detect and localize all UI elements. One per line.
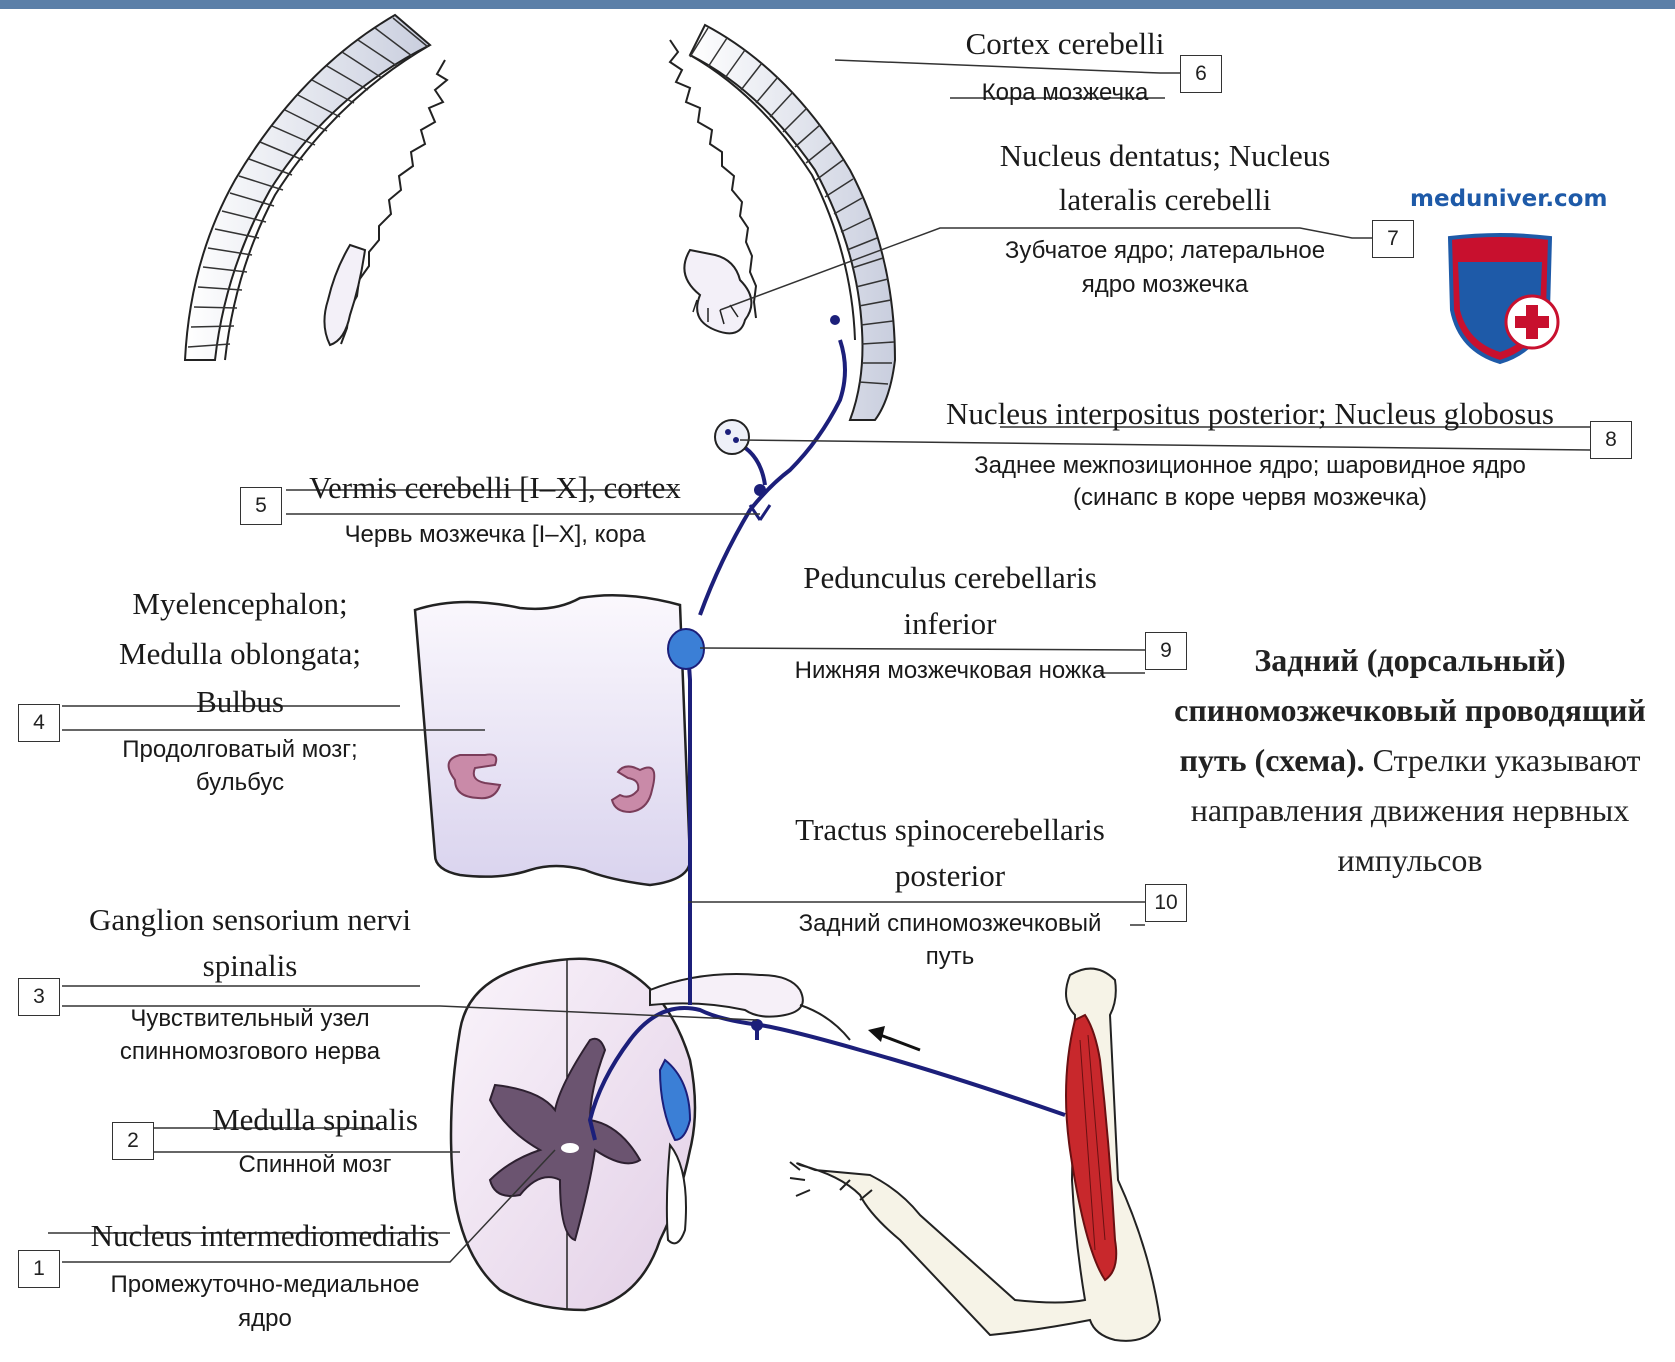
russian-label-6: Кора мозжечка	[960, 76, 1170, 109]
russian-label-10a: Задний спиномозжечковый	[760, 907, 1140, 940]
medulla-oblongata	[415, 595, 690, 885]
latin-label-7a: Nucleus dentatus; Nucleus	[965, 132, 1365, 180]
russian-label-7a: Зубчатое ядро; латеральное	[965, 234, 1365, 267]
latin-label-10a: Tractus spinocerebellaris	[760, 806, 1140, 854]
watermark-text: meduniver.com	[1410, 186, 1607, 212]
latin-label-2: Medulla spinalis	[170, 1096, 460, 1144]
label-number-6: 6	[1180, 55, 1222, 93]
russian-label-5: Червь мозжечка [I–X], кора	[295, 518, 695, 551]
russian-label-4b: бульбус	[70, 766, 410, 799]
latin-label-4c: Bulbus	[70, 678, 410, 726]
cerebellum-right-cortex	[670, 25, 895, 420]
caption-line-6: импульсов	[1150, 835, 1670, 885]
latin-label-4a: Myelencephalon;	[70, 580, 410, 628]
label-number-10: 10	[1145, 884, 1187, 922]
russian-label-3b: спинномозгового нерва	[80, 1035, 420, 1068]
caption-line-3: путь (схема).	[1179, 742, 1364, 778]
label-number-8: 8	[1590, 421, 1632, 459]
cerebellum-left-cortex	[185, 15, 447, 360]
russian-label-1a: Промежуточно-медиальное	[75, 1268, 455, 1301]
latin-label-9a: Pedunculus cerebellaris	[760, 554, 1140, 602]
latin-label-9b: inferior	[760, 600, 1140, 648]
russian-label-4a: Продолговатый мозг;	[70, 733, 410, 766]
russian-label-2: Спинной мозг	[170, 1148, 460, 1181]
latin-label-6: Cortex cerebelli	[960, 20, 1170, 68]
label-number-1: 1	[18, 1250, 60, 1288]
latin-label-10b: posterior	[760, 852, 1140, 900]
latin-label-3b: spinalis	[80, 942, 420, 990]
label-number-5: 5	[240, 487, 282, 525]
latin-label-3a: Ganglion sensorium nervi	[80, 896, 420, 944]
meduniver-logo	[1450, 235, 1558, 362]
label-number-7: 7	[1372, 220, 1414, 258]
arm-illustration	[790, 969, 1160, 1341]
russian-label-3a: Чувствительный узел	[80, 1002, 420, 1035]
latin-label-5: Vermis cerebelli [I–X], cortex	[295, 464, 695, 512]
figure-caption: Задний (дорсальный) спиномозжечковый про…	[1150, 635, 1670, 885]
label-number-4: 4	[18, 704, 60, 742]
russian-label-10b: путь	[760, 940, 1140, 973]
latin-label-1: Nucleus intermediomedialis	[75, 1212, 455, 1260]
caption-line-1: Задний (дорсальный)	[1254, 642, 1565, 678]
russian-label-7b: ядро мозжечка	[965, 268, 1365, 301]
latin-label-7b: lateralis cerebelli	[965, 176, 1365, 224]
caption-line-4: Стрелки указывают	[1373, 742, 1641, 778]
caption-line-5: направления движения нервных	[1150, 785, 1670, 835]
russian-label-1b: ядро	[75, 1302, 455, 1335]
russian-label-8a: Заднее межпозиционное ядро; шаровидное я…	[910, 449, 1590, 482]
latin-label-8: Nucleus interpositus posterior; Nucleus …	[910, 390, 1590, 438]
direction-arrow	[868, 1026, 920, 1050]
russian-label-9: Нижняя мозжечковая ножка	[760, 654, 1140, 687]
caption-line-2: спиномозжечковый проводящий	[1174, 692, 1646, 728]
latin-label-4b: Medulla oblongata;	[70, 630, 410, 678]
label-number-2: 2	[112, 1122, 154, 1160]
russian-label-8b: (синапс в коре червя мозжечка)	[910, 481, 1590, 514]
label-number-3: 3	[18, 978, 60, 1016]
